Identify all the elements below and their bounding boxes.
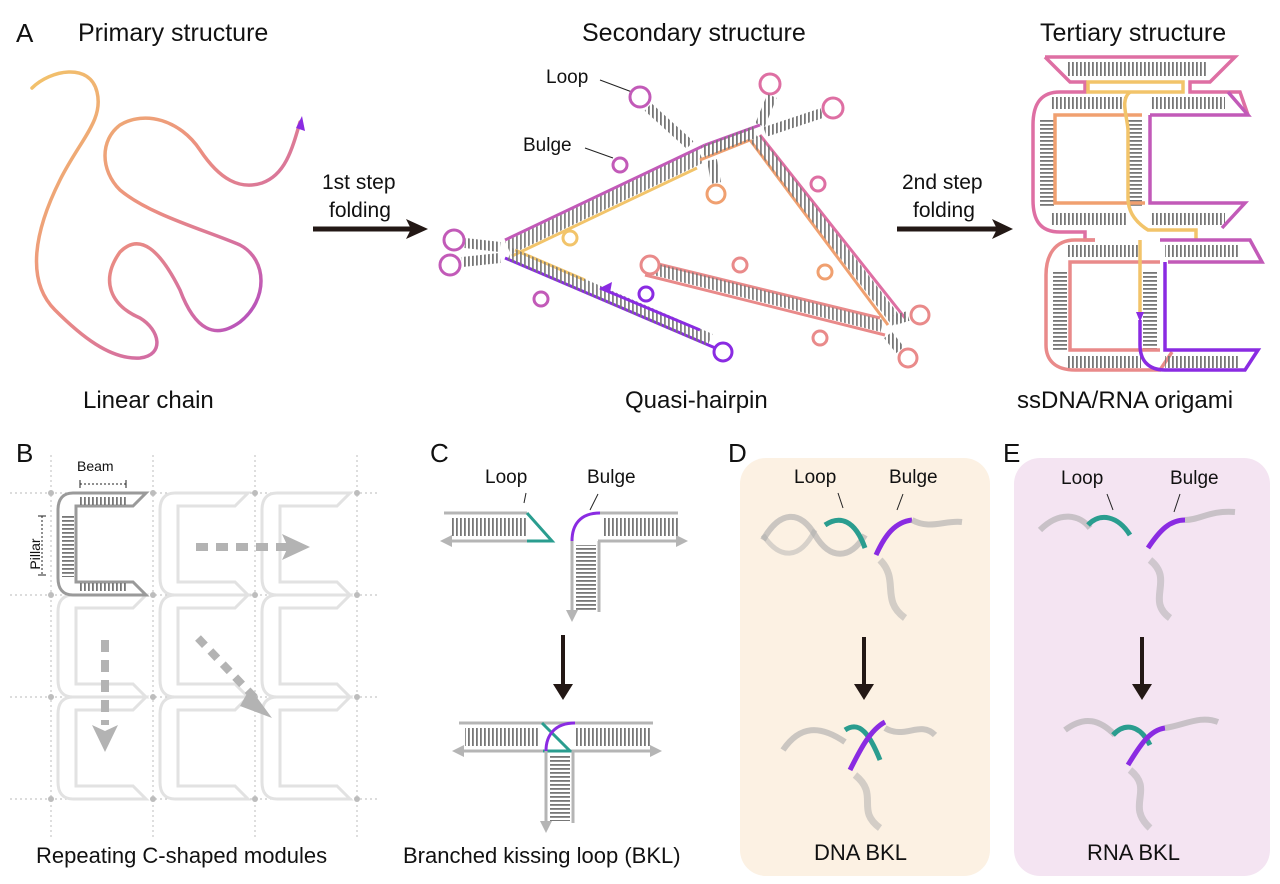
step1-label-line1: 1st step [322, 171, 396, 194]
rna-bkl-before-model [1037, 493, 1236, 621]
linear-chain-caption: Linear chain [83, 387, 214, 414]
bkl-schematic-after [452, 721, 662, 833]
rna-bkl-after-model [1063, 716, 1220, 831]
step2-label-line2: folding [913, 199, 975, 222]
rna-bkl-caption: RNA BKL [1087, 840, 1180, 865]
ssdna-rna-origami-caption: ssDNA/RNA origami [1017, 387, 1234, 414]
step1-arrow-head [406, 219, 428, 239]
secondary-bulge-label: Bulge [523, 135, 572, 156]
c-bulge-label: Bulge [587, 467, 636, 488]
secondary-structure-title: Secondary structure [582, 19, 806, 47]
dna-bkl-caption: DNA BKL [814, 840, 907, 865]
quasi-hairpin-caption: Quasi-hairpin [625, 387, 768, 414]
c-shaped-module [56, 491, 150, 597]
bkl-caption: Branched kissing loop (BKL) [403, 843, 681, 868]
panel-c-letter: C [430, 438, 449, 468]
faded-c-modules [56, 491, 354, 801]
c-transform-arrow-head [553, 684, 573, 700]
panel-a-letter: A [16, 18, 34, 48]
e-loop-label: Loop [1061, 468, 1104, 489]
panel-d-letter: D [728, 438, 747, 468]
tertiary-structure-title: Tertiary structure [1040, 19, 1227, 47]
d-loop-label: Loop [794, 467, 837, 488]
repeating-modules-caption: Repeating C-shaped modules [36, 843, 328, 868]
pillar-dimension [38, 515, 46, 576]
step1-label-line2: folding [329, 199, 391, 222]
repeat-arrows [92, 534, 310, 752]
d-transform-arrow-head [854, 684, 874, 700]
grid-nodes [48, 490, 360, 802]
linear-chain-strand [30, 70, 305, 360]
d-bulge-label: Bulge [889, 467, 938, 488]
step2-arrow-head [992, 219, 1013, 239]
module-grid [10, 455, 380, 840]
c-loop-label: Loop [485, 467, 528, 488]
quasi-hairpin-structure [438, 72, 931, 369]
bkl-schematic-before [440, 492, 688, 622]
beam-label: Beam [77, 458, 114, 474]
dna-bkl-after-model [780, 719, 938, 831]
step2-label-line1: 2nd step [902, 171, 983, 194]
panel-e-letter: E [1003, 438, 1021, 468]
secondary-loop-label: Loop [546, 67, 589, 88]
beam-dimension [79, 480, 127, 488]
primary-structure-title: Primary structure [78, 19, 269, 47]
e-transform-arrow-head [1132, 684, 1152, 700]
tertiary-origami-structure [1031, 55, 1265, 372]
e-bulge-label: Bulge [1170, 468, 1219, 489]
panel-b-letter: B [16, 438, 34, 468]
dna-bkl-before-model [760, 492, 963, 621]
